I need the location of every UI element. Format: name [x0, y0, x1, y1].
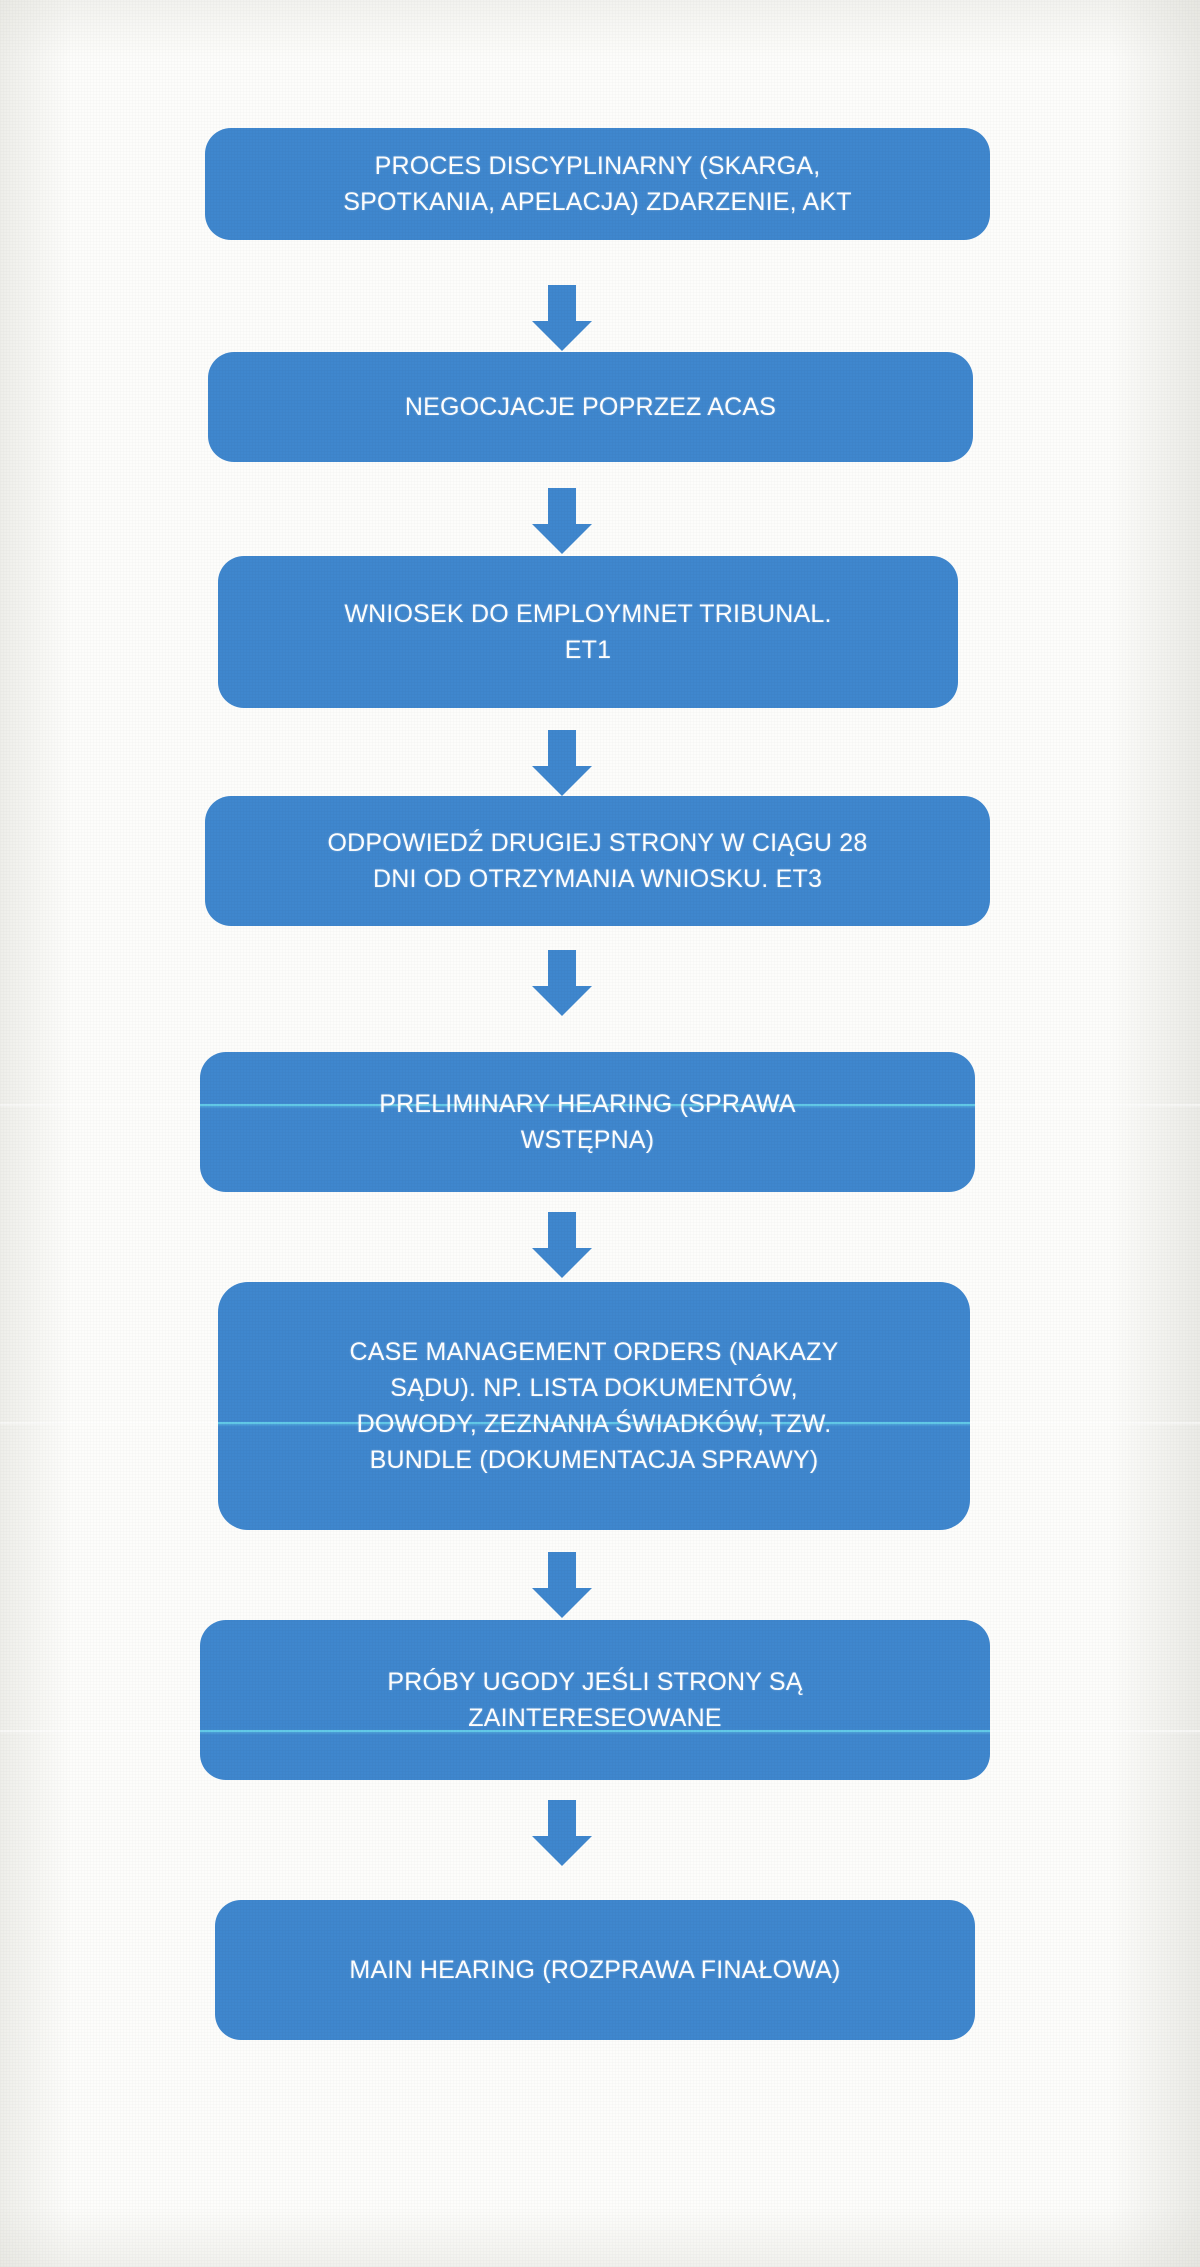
- connector-arrow-7: [532, 1800, 592, 1866]
- connector-arrow-6: [532, 1552, 592, 1618]
- connector-arrow-4: [532, 950, 592, 1016]
- flow-node-8-label: MAIN HEARING (ROZPRAWA FINAŁOWA): [349, 1955, 841, 1984]
- flow-node-1-label: PROCES DISCYPLINARNY (SKARGA, SPOTKANIA,…: [343, 151, 852, 216]
- flow-node-4-label: ODPOWIEDŹ DRUGIEJ STRONY W CIĄGU 28 DNI …: [327, 828, 868, 893]
- flow-node-8[interactable]: MAIN HEARING (ROZPRAWA FINAŁOWA): [215, 1900, 975, 2040]
- flow-node-7-label: PRÓBY UGODY JEŚLI STRONY SĄ ZAINTERESEOW…: [387, 1667, 803, 1732]
- connector-arrow-2: [532, 488, 592, 554]
- connector-arrow-1: [532, 285, 592, 351]
- flow-node-2[interactable]: NEGOCJACJE POPRZEZ ACAS: [208, 352, 973, 462]
- flow-node-6[interactable]: CASE MANAGEMENT ORDERS (NAKAZY SĄDU). NP…: [218, 1282, 970, 1530]
- flow-node-6-label: CASE MANAGEMENT ORDERS (NAKAZY SĄDU). NP…: [349, 1337, 839, 1475]
- flow-node-5[interactable]: PRELIMINARY HEARING (SPRAWA WSTĘPNA): [200, 1052, 975, 1192]
- flow-node-3[interactable]: WNIOSEK DO EMPLOYMNET TRIBUNAL. ET1: [218, 556, 958, 708]
- flow-node-2-label: NEGOCJACJE POPRZEZ ACAS: [404, 392, 777, 421]
- flow-node-4[interactable]: ODPOWIEDŹ DRUGIEJ STRONY W CIĄGU 28 DNI …: [205, 796, 990, 926]
- flow-node-5-label: PRELIMINARY HEARING (SPRAWA WSTĘPNA): [379, 1089, 796, 1154]
- flow-node-7[interactable]: PRÓBY UGODY JEŚLI STRONY SĄ ZAINTERESEOW…: [200, 1620, 990, 1780]
- flow-node-3-label: WNIOSEK DO EMPLOYMNET TRIBUNAL. ET1: [344, 599, 832, 664]
- connector-arrow-3: [532, 730, 592, 796]
- connector-arrow-5: [532, 1212, 592, 1278]
- flow-node-1[interactable]: PROCES DISCYPLINARNY (SKARGA, SPOTKANIA,…: [205, 128, 990, 240]
